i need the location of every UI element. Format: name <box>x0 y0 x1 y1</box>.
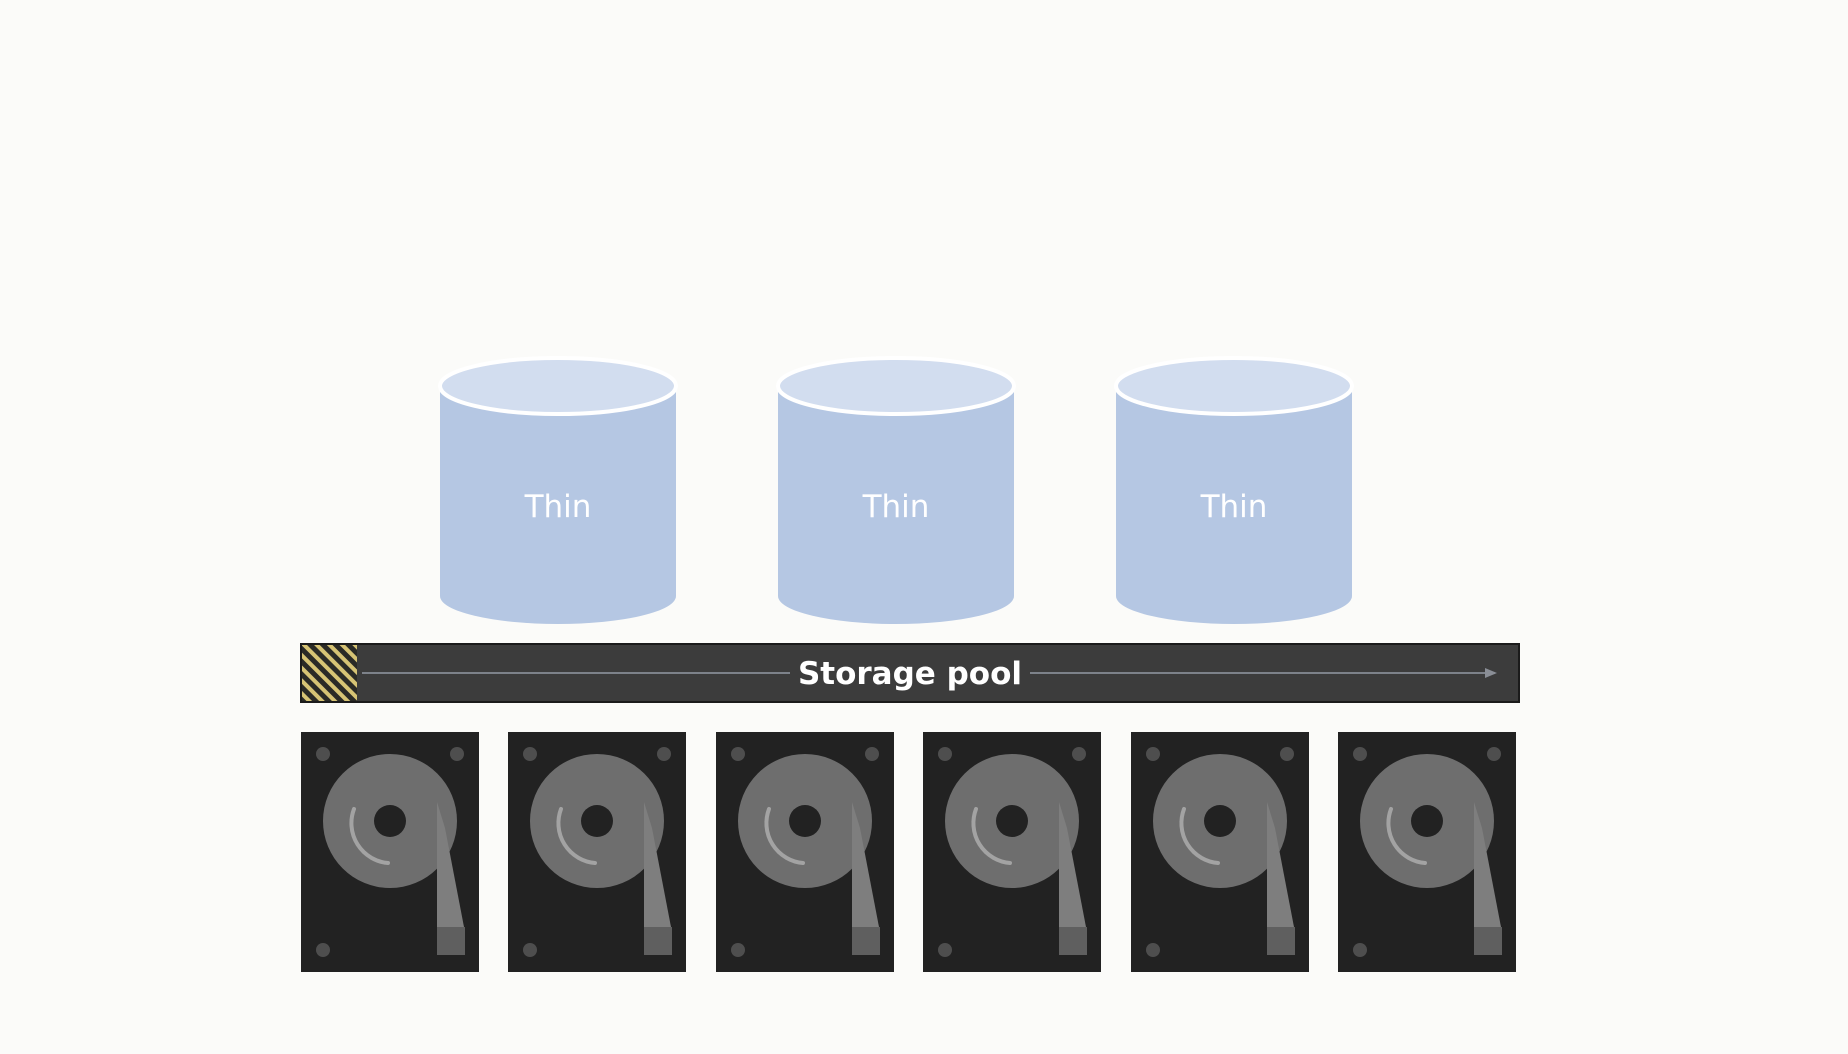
volume-label: Thin <box>1200 489 1268 525</box>
hard-drive-icon <box>923 732 1101 972</box>
disk-screw <box>523 747 537 761</box>
disk-screw <box>1353 943 1367 957</box>
disk-actuator-base <box>1267 927 1295 955</box>
volume-body <box>778 386 1014 624</box>
platter-reflection <box>971 807 1012 865</box>
volume-top <box>776 356 1016 416</box>
disk-actuator-arm <box>644 802 671 927</box>
platter-reflection <box>1386 807 1427 865</box>
platter-reflection <box>764 807 805 865</box>
disk-spindle <box>996 805 1028 837</box>
hard-drive-icon <box>716 732 894 972</box>
hard-drive-icon <box>301 732 479 972</box>
platter-reflection <box>349 807 390 865</box>
disk-screw <box>316 747 330 761</box>
volume-top <box>438 356 678 416</box>
thin-volumes: Thin Thin Thin <box>438 356 1354 624</box>
disk-actuator-base <box>1474 927 1502 955</box>
disk-actuator-arm <box>1059 802 1086 927</box>
disk-screw <box>450 747 464 761</box>
pool-used-segment <box>302 645 357 701</box>
disk-screw <box>865 747 879 761</box>
physical-disks <box>301 732 1516 972</box>
disk-screw <box>1146 943 1160 957</box>
disk-actuator-arm <box>852 802 879 927</box>
disk-screw <box>731 943 745 957</box>
hard-drive-icon <box>1131 732 1309 972</box>
volume-label: Thin <box>862 489 930 525</box>
volume-label: Thin <box>524 489 592 525</box>
disk-spindle <box>1411 805 1443 837</box>
disk-actuator-arm <box>1474 802 1501 927</box>
disk-actuator-base <box>852 927 880 955</box>
disk-screw <box>523 943 537 957</box>
disk-screw <box>1072 747 1086 761</box>
platter-reflection <box>1179 807 1220 865</box>
disk-actuator-base <box>644 927 672 955</box>
disk-screw <box>1353 747 1367 761</box>
hard-drive-icon <box>1338 732 1516 972</box>
disk-screw <box>1487 747 1501 761</box>
disk-screw <box>938 943 952 957</box>
thin-volume: Thin <box>438 356 678 624</box>
disk-actuator-base <box>437 927 465 955</box>
hard-drive-icon <box>508 732 686 972</box>
volume-top <box>1114 356 1354 416</box>
volume-body <box>440 386 676 624</box>
platter-reflection <box>556 807 597 865</box>
disk-actuator-base <box>1059 927 1087 955</box>
disk-spindle <box>1204 805 1236 837</box>
thin-volume: Thin <box>1114 356 1354 624</box>
disk-screw <box>657 747 671 761</box>
disk-spindle <box>374 805 406 837</box>
thin-volume: Thin <box>776 356 1016 624</box>
disk-spindle <box>581 805 613 837</box>
disk-actuator-arm <box>1267 802 1294 927</box>
disk-screw <box>316 943 330 957</box>
storage-pool: Storage pool <box>300 643 1520 703</box>
disk-screw <box>938 747 952 761</box>
disk-screw <box>1280 747 1294 761</box>
disk-spindle <box>789 805 821 837</box>
disk-screw <box>1146 747 1160 761</box>
volume-body <box>1116 386 1352 624</box>
disk-screw <box>731 747 745 761</box>
disk-actuator-arm <box>437 802 464 927</box>
pool-label: Storage pool <box>798 656 1022 692</box>
